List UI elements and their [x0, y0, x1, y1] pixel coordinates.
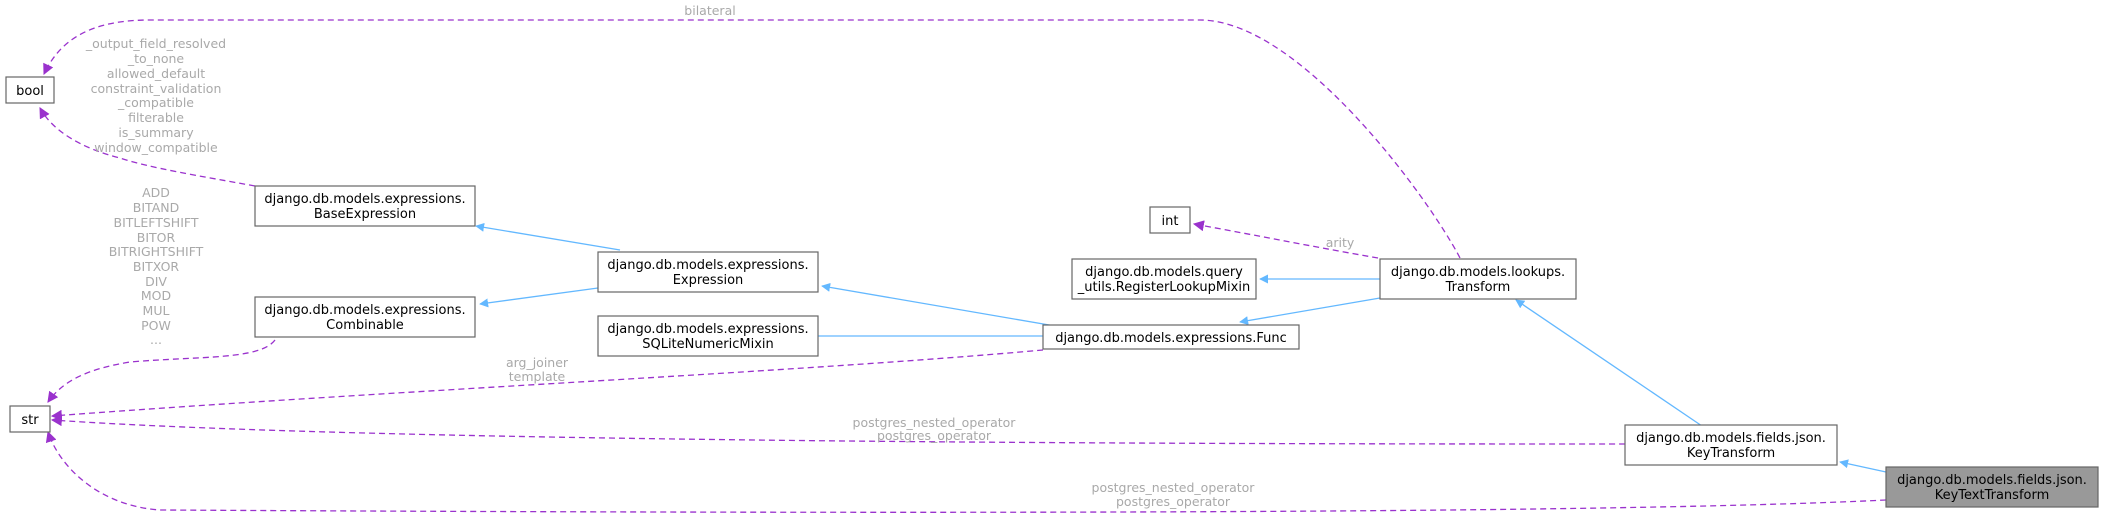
label-line: DIV — [145, 274, 167, 289]
label-line: arg_joiner — [506, 355, 569, 370]
class-name-line: BaseExpression — [314, 207, 416, 222]
edge-expression-to-baseexpression — [475, 222, 621, 251]
class-name-line: KeyTextTransform — [1935, 488, 2050, 503]
label-line: BITOR — [137, 230, 176, 245]
edge-transform-to-int — [1192, 220, 1379, 259]
edge-keytransform-to-str — [50, 415, 1626, 445]
class-name-line: SQLiteNumericMixin — [642, 337, 774, 352]
label-line: window_compatible — [94, 140, 218, 155]
label-baseexpression-to-bool: _output_field_resolved _to_none allowed_… — [85, 36, 226, 155]
class-name: int — [1162, 214, 1179, 229]
label-line: MOD — [141, 288, 171, 303]
class-name: django.db.models.expressions.Func — [1055, 331, 1287, 346]
class-node-key-text-transform[interactable]: django.db.models.fields.json. KeyTextTra… — [1885, 466, 2099, 508]
label-line: MUL — [143, 303, 170, 318]
class-name-line: django.db.models.fields.json. — [1636, 431, 1826, 446]
class-name-line: django.db.models.lookups. — [1391, 265, 1565, 280]
class-name: bool — [16, 84, 44, 99]
label-line: ... — [150, 332, 162, 347]
label-line: postgres_operator — [1116, 494, 1231, 509]
class-node-func[interactable]: django.db.models.expressions.Func — [1042, 324, 1300, 350]
label-line: postgres_operator — [877, 428, 992, 443]
edge-func-to-expression — [821, 282, 1056, 327]
label-arity: arity — [1326, 235, 1355, 250]
class-name-line: KeyTransform — [1687, 446, 1775, 461]
label-bilateral: bilateral — [684, 3, 735, 18]
class-name-line: django.db.models.fields.json. — [1897, 473, 2087, 488]
label-line: _compatible — [117, 95, 194, 110]
class-node-expression[interactable]: django.db.models.expressions. Expression — [597, 251, 819, 293]
class-node-sqlite-numeric-mixin[interactable]: django.db.models.expressions. SQLiteNume… — [597, 315, 819, 357]
label-combinable-to-str: ADD BITAND BITLEFTSHIFT BITOR BITRIGHTSH… — [109, 185, 204, 347]
label-line: postgres_nested_operator — [1092, 480, 1256, 495]
edge-keytransform-to-transform — [1515, 299, 1703, 427]
label-line: allowed_default — [107, 66, 205, 81]
label-keytexttransform-to-str: postgres_nested_operator postgres_operat… — [1092, 480, 1256, 509]
class-name: str — [21, 413, 39, 428]
label-line: BITRIGHTSHIFT — [109, 244, 204, 259]
class-node-combinable[interactable]: django.db.models.expressions. Combinable — [254, 296, 476, 338]
label-line: POW — [141, 318, 171, 333]
edge-keytexttransform-to-str — [45, 430, 1887, 513]
edge-combinable-to-str — [47, 339, 276, 403]
class-name-line: Transform — [1445, 280, 1511, 295]
class-node-key-transform[interactable]: django.db.models.fields.json. KeyTransfo… — [1624, 424, 1838, 466]
label-line: BITXOR — [133, 259, 180, 274]
class-node-str[interactable]: str — [9, 405, 51, 433]
label-line: _to_none — [127, 51, 185, 66]
class-name-line: django.db.models.expressions. — [607, 258, 808, 273]
edge-transform-to-func — [1239, 297, 1381, 326]
class-name-line: django.db.models.expressions. — [607, 322, 808, 337]
class-node-int[interactable]: int — [1149, 206, 1191, 234]
label-line: constraint_validation — [91, 81, 222, 96]
label-line: BITAND — [133, 200, 179, 215]
label-line: template — [509, 369, 566, 384]
class-node-base-expression[interactable]: django.db.models.expressions. BaseExpres… — [254, 185, 476, 227]
edge-baseexpression-to-bool — [39, 107, 256, 187]
class-node-bool[interactable]: bool — [5, 76, 55, 104]
class-name-line: Expression — [673, 273, 744, 288]
edge-transform-to-bool — [43, 19, 1461, 259]
label-keytransform-to-str: postgres_nested_operator postgres_operat… — [853, 415, 1017, 443]
class-name-line: django.db.models.query — [1085, 265, 1243, 280]
label-func-to-str: arg_joiner template — [506, 355, 569, 384]
class-node-register-lookup-mixin[interactable]: django.db.models.query _utils.RegisterLo… — [1071, 258, 1257, 300]
edge-keytexttransform-to-keytransform — [1839, 459, 1887, 473]
edge-expression-to-combinable — [479, 287, 599, 308]
class-name-line: django.db.models.expressions. — [264, 303, 465, 318]
class-node-transform[interactable]: django.db.models.lookups. Transform — [1379, 258, 1577, 300]
label-line: _output_field_resolved — [85, 36, 226, 51]
label-line: BITLEFTSHIFT — [114, 215, 199, 230]
label-line: is_summary — [118, 125, 194, 140]
label-line: ADD — [142, 185, 170, 200]
class-name-line: Combinable — [326, 318, 404, 333]
label-line: filterable — [128, 110, 184, 125]
label-line: postgres_nested_operator — [853, 415, 1017, 430]
class-name-line: django.db.models.expressions. — [264, 192, 465, 207]
class-name-line: _utils.RegisterLookupMixin — [1077, 280, 1250, 295]
